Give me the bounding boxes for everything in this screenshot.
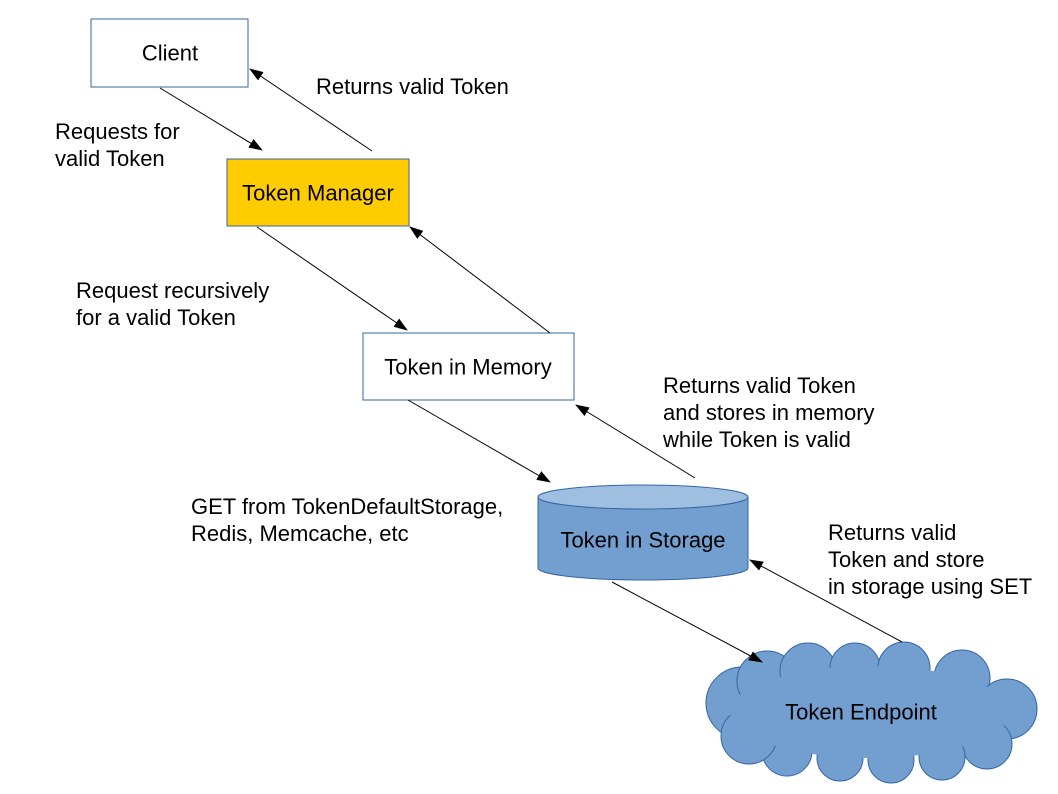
edge-label-returns-valid-token: Returns valid Token: [316, 74, 509, 99]
token-in-memory-node: Token in Memory: [362, 332, 575, 401]
edge-label-requests-valid-token: Requests for valid Token: [55, 119, 186, 171]
client-box: [90, 18, 249, 88]
token-manager-node: Token Manager: [226, 158, 410, 227]
token-endpoint-node: Token Endpoint: [705, 641, 1038, 784]
edge-label-returns-and-stores-memory: Returns valid Token and stores in memory…: [662, 373, 881, 452]
storage-cylinder-top: [537, 484, 749, 510]
token-in-storage-label: Token in Storage: [560, 528, 725, 553]
edge-label-returns-and-store-set: Returns valid Token and store in storage…: [828, 520, 1032, 599]
token-in-memory-label: Token in Memory: [384, 355, 552, 380]
edge-label-get-from-storage: GET from TokenDefaultStorage, Redis, Mem…: [191, 494, 509, 546]
arrow-storage-to-memory: [575, 404, 696, 479]
edge-label-request-recursively: Request recursively for a valid Token: [76, 278, 275, 330]
token-manager-label: Token Manager: [242, 181, 394, 206]
arrow-memory-to-storage: [407, 399, 551, 483]
arrow-memory-to-manager: [409, 226, 551, 334]
token-endpoint-label: Token Endpoint: [785, 700, 937, 725]
storage-cylinder-body: [537, 496, 749, 581]
arrow-client-to-manager: [159, 87, 263, 151]
client-label: Client: [142, 41, 198, 66]
cloud-core: [730, 666, 1010, 758]
token-in-storage-node: Token in Storage: [537, 484, 749, 581]
arrow-storage-to-endpoint: [611, 581, 763, 663]
arrow-manager-to-memory: [256, 226, 408, 331]
client-node: Client: [90, 18, 249, 88]
arrow-manager-to-client: [249, 68, 373, 152]
token-in-memory-box: [362, 332, 575, 401]
arrow-endpoint-to-storage: [749, 559, 903, 643]
token-manager-box: [226, 158, 410, 227]
